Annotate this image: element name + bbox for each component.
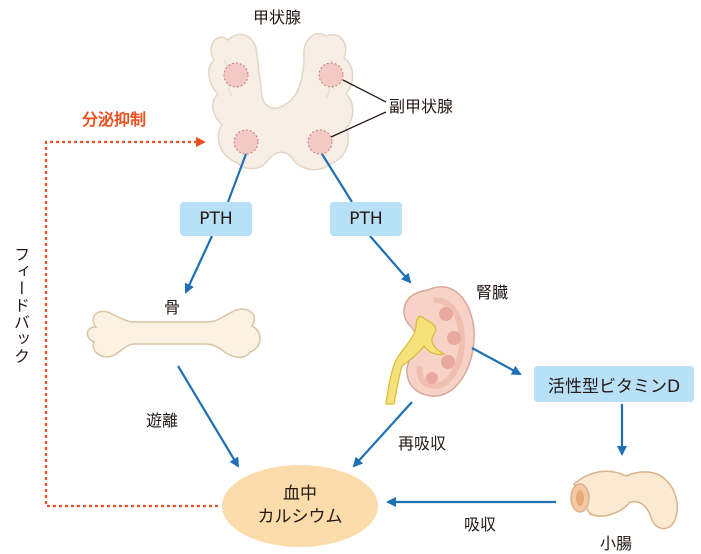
arrow-pth-to-kidney	[370, 236, 410, 282]
absorption-label: 吸収	[464, 517, 496, 533]
blood-calcium-line1: 血中	[283, 483, 317, 506]
blood-calcium: 血中 カルシウム	[222, 465, 378, 547]
pth-box-left: PTH	[180, 202, 252, 236]
arrow-pth-to-bone	[186, 236, 212, 292]
kidney-label: 腎臓	[476, 285, 508, 301]
arrow-bone-to-blood	[178, 366, 238, 466]
release-label: 遊離	[146, 413, 178, 429]
bone-label: 骨	[164, 300, 180, 316]
kidney-illustration	[386, 287, 474, 404]
small-intestine-label: 小腸	[600, 536, 632, 552]
small-intestine-illustration	[571, 471, 677, 528]
parathyroid-label: 副甲状腺	[389, 99, 453, 115]
blood-calcium-line2: カルシウム	[258, 506, 343, 529]
thyroid-gland	[209, 34, 353, 170]
reabsorption-label: 再吸収	[398, 436, 446, 452]
vitamin-d-box: 活性型ビタミンD	[534, 366, 694, 402]
feedback-label: フィードバック	[12, 246, 28, 365]
thyroid-label: 甲状腺	[253, 10, 301, 26]
pth-box-right: PTH	[330, 202, 402, 236]
inhibition-label: 分泌抑制	[82, 112, 146, 128]
arrow-kidney-to-vitamin-d	[472, 348, 520, 374]
